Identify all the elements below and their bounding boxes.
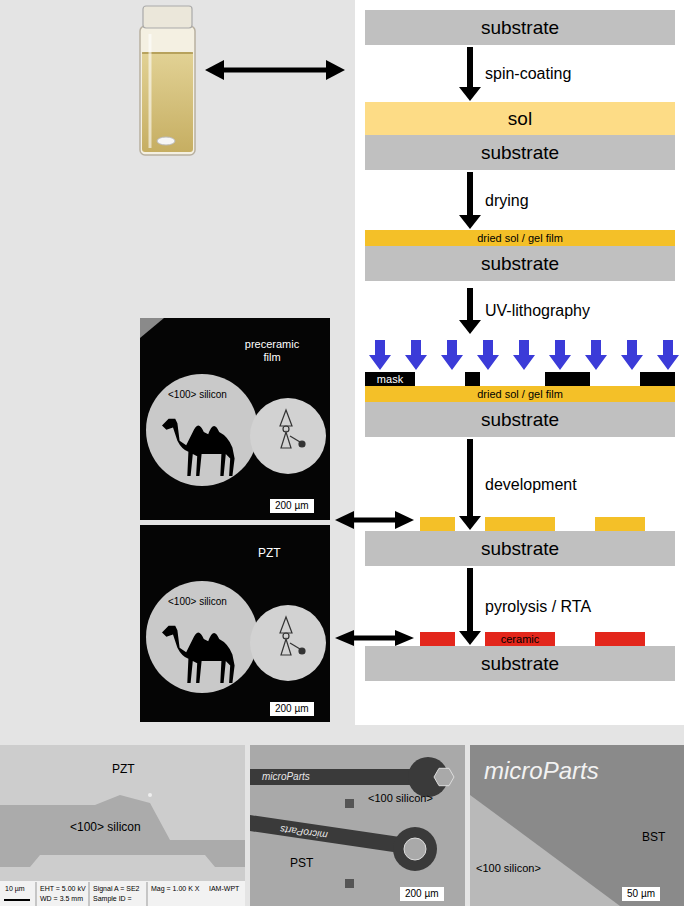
process-arrow [459,47,481,101]
mask-bars [465,372,675,386]
substrate-layer: substrate [365,531,675,566]
layer-label: dried sol / gel film [477,233,563,244]
layer-label: substrate [481,143,559,162]
info-text: Signal A = SE2 [93,885,140,892]
gel-film-layer: dried sol / gel film [365,386,675,402]
substrate-layer: substrate [365,402,675,437]
gel-film-layer: dried sol / gel film [365,230,675,246]
sem-micrograph: PZT <100> silicon 200 µm [140,525,330,722]
layer-label: mask [377,374,403,385]
step-label: UV-lithography [485,303,590,319]
substrate-layer: substrate [365,135,675,170]
substrate-layer: substrate [365,10,675,45]
process-arrow [459,568,481,645]
step-label: pyrolysis / RTA [485,599,591,615]
info-text: WD = 3.5 mm [40,895,83,902]
film-label: preceramic film [240,338,304,363]
substrate-label: <100 silicon> [476,863,541,874]
double-arrow [335,630,414,646]
film-label: PZT [258,547,281,559]
sol-layer: sol [365,102,675,135]
mask-bar: mask [365,372,415,386]
scale-label: 200 µm [400,887,444,901]
double-arrow [335,511,414,529]
double-arrow [205,60,345,80]
layer-label: substrate [481,654,559,673]
micrograph-picture [140,525,330,722]
layer-label: substrate [481,18,559,37]
info-text: EHT = 5.00 kV [40,885,86,892]
substrate-label: <100 silicon> [368,793,433,804]
scale-label: 10 µm [5,885,25,892]
scale-label: 200 µm [270,702,314,716]
scale-label: 50 µm [622,887,660,901]
layer-label: substrate [481,539,559,558]
sem-micrograph: PZT <100> silicon 10 µm EHT = 5.00 kV WD = 3… [0,745,245,906]
uv-arrow [459,288,481,334]
film-label: PZT [112,763,135,775]
sem-micrograph: microPartsmicroParts<100 silicon>PST200 … [250,745,465,906]
step-label: development [485,477,577,493]
step-label: drying [485,193,529,209]
info-text: IAM-WPT [209,885,239,892]
layer-label: ceramic [501,634,540,645]
step-label: spin-coating [485,66,571,82]
substrate-label: <100> silicon [70,821,141,833]
process-panel [355,0,684,725]
layer-label: dried sol / gel film [477,389,563,400]
substrate-label: <100> silicon [168,597,227,607]
uv-light-arrows [369,340,679,370]
info-text: Sample ID = [93,895,132,902]
substrate-layer: substrate [365,246,675,281]
substrate-label: <100> silicon [168,390,227,400]
sem-micrograph: microParts <100 silicon> BST 50 µm [470,745,684,906]
process-arrow [459,439,481,530]
process-arrow [459,172,481,229]
ceramic-piece: ceramic [485,632,555,646]
layer-label: substrate [481,410,559,429]
ceramic-film [420,632,645,646]
micrograph-picture [140,318,330,520]
substrate-layer: substrate [365,646,675,681]
film-label: PST [290,857,313,869]
info-text: Mag = 1.00 K X [151,885,199,892]
scale-label: 200 µm [270,499,314,513]
developed-film [420,517,645,531]
logo-text: microParts [262,772,310,782]
film-label: BST [642,831,665,843]
sol-vial [140,6,195,155]
sem-micrograph: preceramic film <100> silicon 200 µm [140,318,330,520]
layer-label: sol [508,109,532,128]
logo-text: microParts [484,759,599,783]
layer-label: substrate [481,254,559,273]
